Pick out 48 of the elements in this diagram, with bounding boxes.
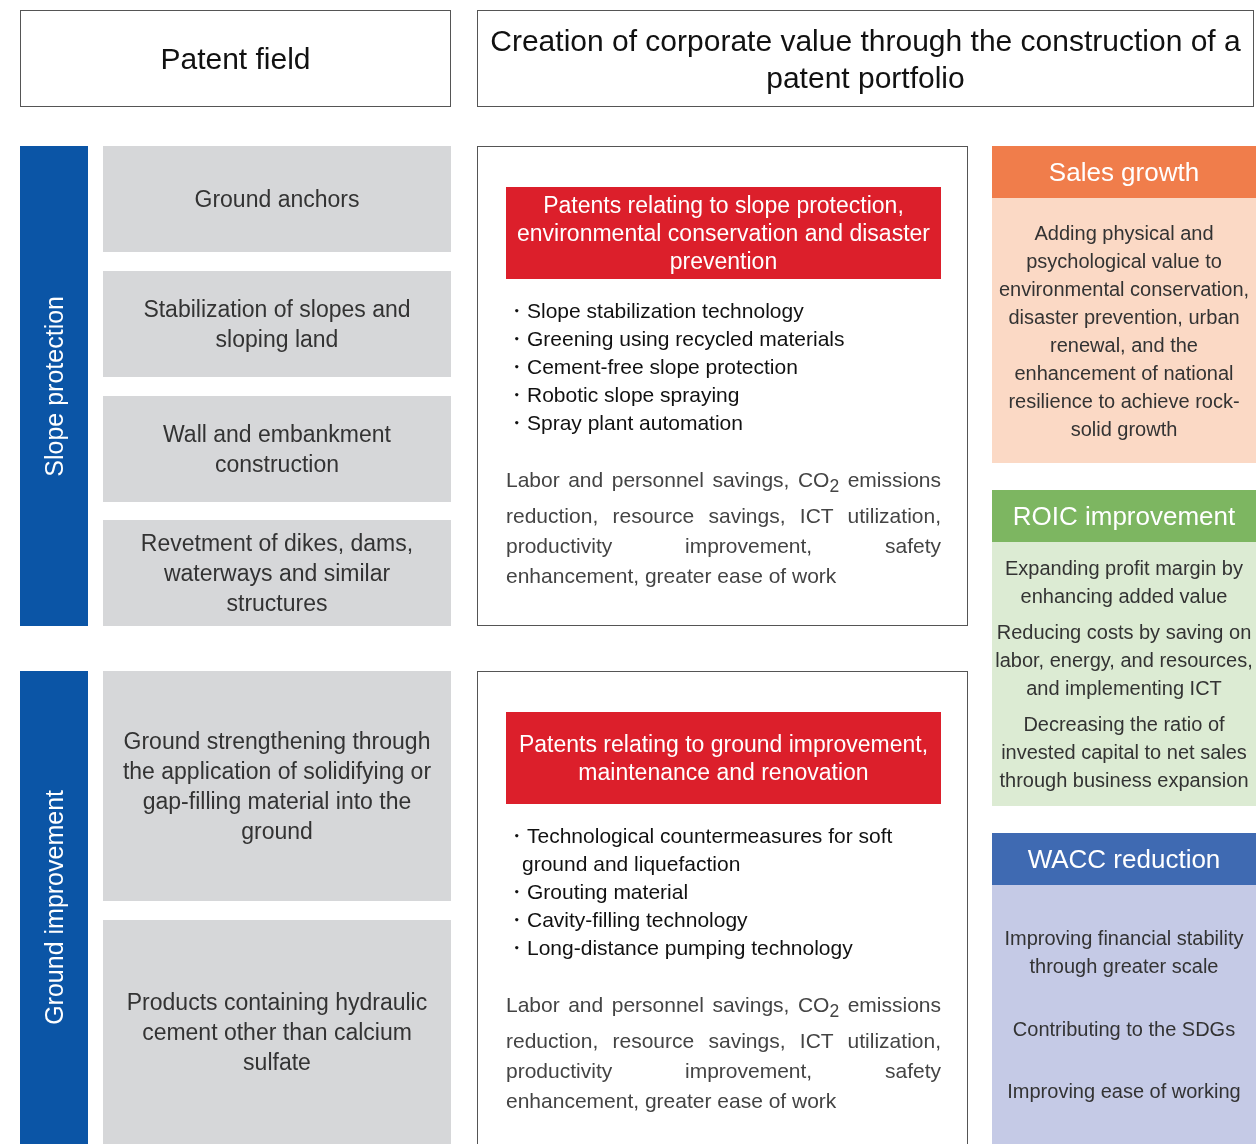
bullet-item: ・Spray plant automation bbox=[506, 410, 744, 436]
field-text: Ground anchors bbox=[194, 185, 360, 214]
card-text: Improving financial stability through greater scale bbox=[1003, 925, 1245, 979]
value-card bbox=[992, 490, 1256, 806]
bullet-item: ・Grouting material bbox=[506, 879, 690, 905]
category-band bbox=[20, 146, 88, 626]
field-text: Revetment of dikes, dams, waterways and similar structures bbox=[139, 529, 415, 618]
field-text: Ground strengthening through the application of solidifying or gap-filling material into the ground bbox=[121, 727, 433, 846]
bullet-item: ・Slope stabilization technology bbox=[506, 298, 805, 324]
card-text: Expanding profit margin by enhancing added value bbox=[1004, 556, 1244, 609]
bullet-item: ・Greening using recycled materials bbox=[506, 326, 846, 352]
benefits-text: Labor and personnel savings, CO$_{2}$ emissions reduction, resource savings, ICT utilization, productivity improvement, safety enhancement, greater ease of work bbox=[506, 992, 941, 1115]
header-text: Patent field bbox=[160, 41, 311, 77]
bullet-item: ・Long-distance pumping technology bbox=[506, 935, 854, 961]
field-box bbox=[103, 271, 451, 377]
header-box bbox=[477, 10, 1254, 107]
band-label: Ground improvement bbox=[39, 790, 69, 1025]
field-text: Wall and embankment construction bbox=[162, 420, 392, 479]
bullet-item: ・Technological countermeasures for soft ground and liquefaction bbox=[506, 823, 894, 877]
bullet-item: ・Robotic slope spraying bbox=[506, 382, 741, 408]
band-label: Slope protection bbox=[39, 295, 69, 477]
header-box bbox=[20, 10, 451, 107]
card-heading: WACC reduction bbox=[992, 833, 1256, 885]
field-text: Products containing hydraulic cement other than calcium sulfate bbox=[125, 988, 429, 1077]
heading-banner: Patents relating to slope protection, environmental conservation and disaster prevention bbox=[506, 187, 941, 279]
header-text: Creation of corporate value through the construction of a patent portfolio bbox=[489, 22, 1242, 96]
heading-banner: Patents relating to ground improvement, maintenance and renovation bbox=[506, 712, 941, 804]
card-text: Improving ease of working bbox=[1006, 1079, 1242, 1105]
card-heading: ROIC improvement bbox=[992, 490, 1256, 542]
field-box bbox=[103, 146, 451, 252]
benefits-text: Labor and personnel savings, CO$_{2}$ emissions reduction, resource savings, ICT utilization, productivity improvement, safety enhancement, greater ease of work bbox=[506, 467, 941, 590]
field-box bbox=[103, 920, 451, 1144]
card-text: Adding physical and psychological value to environmental conservation, disaster prevention, urban renewal, and the enhancement of national resilience to achieve rock-solid growth bbox=[997, 220, 1251, 442]
patent-panel bbox=[477, 671, 968, 1144]
card-text: Decreasing the ratio of invested capital to net sales through business expansion bbox=[998, 712, 1250, 793]
field-box bbox=[103, 671, 451, 901]
field-box bbox=[103, 520, 451, 626]
card-heading: Sales growth bbox=[992, 146, 1256, 198]
card-text: Reducing costs by saving on labor, energy, and resources, and implementing ICT bbox=[994, 620, 1254, 701]
patent-panel bbox=[477, 146, 968, 626]
value-card bbox=[992, 146, 1256, 463]
category-band bbox=[20, 671, 88, 1144]
value-card bbox=[992, 833, 1256, 1144]
bullet-item: ・Cement-free slope protection bbox=[506, 354, 799, 380]
card-text: Contributing to the SDGs bbox=[1011, 1016, 1237, 1042]
field-box bbox=[103, 396, 451, 502]
bullet-item: ・Cavity-filling technology bbox=[506, 907, 749, 933]
field-text: Stabilization of slopes and sloping land bbox=[142, 295, 412, 354]
